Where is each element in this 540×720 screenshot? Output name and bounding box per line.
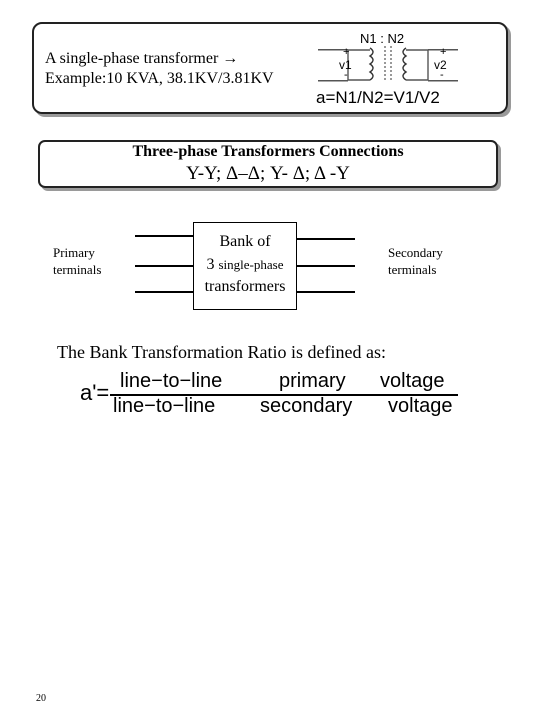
numerator-term-1: line−to−line <box>120 370 223 392</box>
secondary-wire-1 <box>297 238 355 240</box>
bank-label-line2: 3 single-phase <box>193 256 297 274</box>
single-phase-text: A single-phase transformer → <box>45 50 239 67</box>
v1-minus: - <box>344 69 348 81</box>
bank-count: 3 <box>206 256 215 273</box>
numerator-term-2: primary <box>279 370 346 392</box>
numerator-term-3: voltage <box>380 370 445 392</box>
connections-box <box>38 140 498 188</box>
v1-label: v1 <box>339 58 352 72</box>
denominator-term-3: voltage <box>388 395 453 417</box>
v2-label: v2 <box>434 58 447 72</box>
secondary-label-line2: terminals <box>388 262 437 277</box>
secondary-wire-3 <box>297 291 355 293</box>
turns-label: N1 : N2 <box>360 31 405 46</box>
secondary-wire-2 <box>297 265 355 267</box>
primary-wire-3 <box>135 291 193 293</box>
fraction-bar <box>110 394 458 396</box>
bank-label-line1: Bank of <box>219 233 271 250</box>
v1-plus: + <box>343 46 350 58</box>
v2-minus: - <box>440 69 444 81</box>
connection-types: Y-Y; Δ–Δ; Y- Δ; Δ -Y <box>186 163 350 184</box>
turns-ratio-equation: a=N1/N2=V1/V2 <box>316 88 440 107</box>
primary-wire-1 <box>135 235 193 237</box>
secondary-terminals-label: Secondary terminals <box>388 244 443 278</box>
denominator-term-2: secondary <box>260 395 353 417</box>
transformer-icon <box>318 46 458 82</box>
primary-terminals-label: Primary terminals <box>53 244 101 278</box>
page-number: 20 <box>36 693 46 704</box>
primary-label-line1: Primary <box>53 245 95 260</box>
denominator-term-1: line−to−line <box>113 395 216 417</box>
secondary-label-line1: Secondary <box>388 245 443 260</box>
bank-type: single-phase <box>218 257 284 272</box>
three-phase-title: Three-phase Transformers Connections <box>132 143 404 160</box>
v2-plus: + <box>440 46 447 58</box>
formula-lhs: a'= <box>80 380 110 405</box>
primary-wire-2 <box>135 265 193 267</box>
primary-label-line2: terminals <box>53 262 102 277</box>
example-text: Example:10 KVA, 38.1KV/3.81KV <box>45 70 274 87</box>
ratio-definition-text: The Bank Transformation Ratio is defined… <box>57 342 386 362</box>
transformer-bank-box <box>193 222 297 310</box>
intro-box <box>32 22 508 114</box>
bank-label-line3: transformers <box>204 278 286 295</box>
